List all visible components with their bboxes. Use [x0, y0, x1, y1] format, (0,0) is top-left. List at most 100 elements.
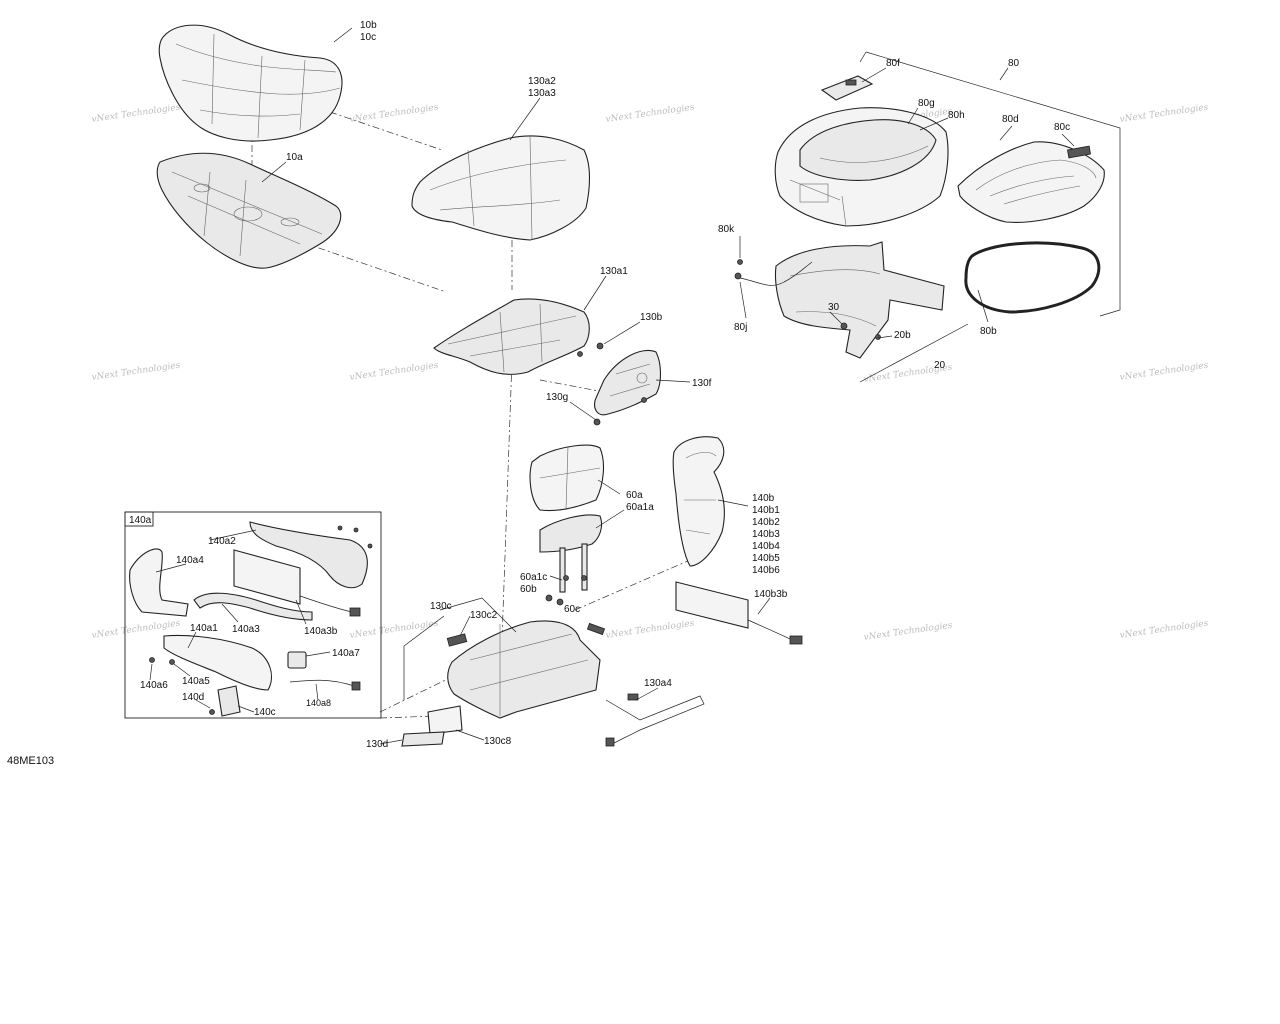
- inset-frame: [124, 511, 382, 719]
- heating-element-140b3b: [675, 581, 803, 645]
- label-140b2: 140b2: [752, 517, 780, 528]
- harness-140a8: [289, 679, 355, 687]
- label-140a8: 140a8: [306, 698, 331, 708]
- label-10b: 10b: [360, 20, 377, 31]
- label-140b1: 140b1: [752, 505, 780, 516]
- harness-130a4: [605, 693, 705, 747]
- watermark: vNext Technologies: [349, 361, 439, 383]
- label-80f: 80f: [886, 58, 900, 69]
- watermark: vNext Technologies: [1119, 361, 1209, 383]
- center-line: [501, 359, 513, 641]
- watermark: vNext Technologies: [91, 361, 181, 383]
- harness-140a3b: [299, 595, 353, 613]
- label-60b: 60b: [520, 584, 537, 595]
- label-140a3: 140a3: [232, 624, 260, 635]
- label-20: 20: [934, 360, 946, 371]
- inset-title: 140a: [129, 515, 152, 526]
- inset-title-box: [124, 511, 154, 527]
- label-130c: 130c: [430, 601, 452, 612]
- label-130g: 130g: [546, 392, 568, 403]
- watermark: vNext Technologies: [349, 103, 439, 125]
- label-130c2: 130c2: [470, 610, 498, 621]
- label-130c8: 130c8: [484, 736, 512, 747]
- label-140a1: 140a1: [190, 623, 218, 634]
- label-140a2: 140a2: [208, 536, 236, 547]
- label-140b4: 140b4: [752, 541, 780, 552]
- storage-lid-plate: [820, 75, 874, 101]
- label-80g: 80g: [918, 98, 935, 109]
- center-line: [329, 111, 443, 151]
- label-10c: 10c: [360, 32, 376, 43]
- storage-lid: [957, 141, 1105, 223]
- label-130a2: 130a2: [528, 76, 556, 87]
- center-line: [539, 379, 605, 393]
- leader-lines: [149, 27, 1121, 745]
- backrest-bracket: [539, 514, 603, 606]
- center-line: [379, 715, 437, 719]
- label-130a4: 130a4: [644, 678, 672, 689]
- watermark: vNext Technologies: [91, 103, 181, 125]
- storage-seal: [964, 241, 1101, 314]
- cover-140c: [217, 685, 241, 717]
- center-line: [574, 559, 691, 611]
- diagram-code: 48ME103: [7, 755, 54, 767]
- label-140a4: 140a4: [176, 555, 204, 566]
- center-line: [379, 667, 471, 713]
- label-140a6: 140a6: [140, 680, 168, 691]
- armrest-lower: [163, 634, 272, 691]
- switch-140a7: [287, 651, 307, 669]
- label-80d: 80d: [1002, 114, 1019, 125]
- backrest-cover: [411, 135, 591, 241]
- watermark: vNext Technologies: [863, 621, 953, 643]
- assembly-center-lines: [251, 111, 691, 719]
- label-140a7: 140a7: [332, 648, 360, 659]
- label-140a3b: 140a3b: [304, 626, 338, 637]
- watermark: vNext Technologies: [605, 103, 695, 125]
- label-140d: 140d: [182, 692, 204, 703]
- label-60a: 60a: [626, 490, 643, 501]
- label-80h: 80h: [948, 110, 965, 121]
- label-140c: 140c: [254, 707, 276, 718]
- side-panel: [593, 350, 662, 426]
- wiring-80j: [734, 259, 813, 286]
- backrest-pad: [529, 444, 605, 512]
- seat-frame: [433, 298, 590, 375]
- latch-130c8: [401, 705, 463, 747]
- inset-140a: 140a: [124, 511, 382, 719]
- storage-frame: [774, 241, 945, 359]
- watermark: vNext Technologies: [605, 619, 695, 641]
- label-60a1c: 60a1c: [520, 572, 547, 583]
- label-130a3: 130a3: [528, 88, 556, 99]
- armrest-cover: [129, 548, 189, 617]
- seat-cushion: [158, 24, 343, 142]
- label-80j: 80j: [734, 322, 747, 333]
- label-130f: 130f: [692, 378, 712, 389]
- label-80: 80: [1008, 58, 1020, 69]
- storage-box: [774, 107, 949, 227]
- label-60a1a: 60a1a: [626, 502, 654, 513]
- label-10a: 10a: [286, 152, 303, 163]
- watermark: vNext Technologies: [1119, 103, 1209, 125]
- label-140b: 140b: [752, 493, 775, 504]
- label-130b: 130b: [640, 312, 663, 323]
- label-60c: 60c: [564, 604, 580, 615]
- label-140b3: 140b3: [752, 529, 780, 540]
- label-20b: 20b: [894, 330, 911, 341]
- center-line: [289, 237, 447, 293]
- label-140a5: 140a5: [182, 676, 210, 687]
- heating-pad: [233, 549, 301, 605]
- label-140b3b: 140b3b: [754, 589, 788, 600]
- label-140b5: 140b5: [752, 553, 780, 564]
- part-labels: 10b 10c 10a 130a2 130a3 130a1 130b 130f …: [7, 20, 1070, 767]
- seat-base: [156, 152, 342, 269]
- side-bolster: [672, 436, 725, 567]
- label-80c: 80c: [1054, 122, 1070, 133]
- armrest-support: [249, 521, 368, 589]
- watermark: vNext Technologies: [1119, 619, 1209, 641]
- label-130a1: 130a1: [600, 266, 628, 277]
- label-80k: 80k: [718, 224, 735, 235]
- seat-rail-base: [446, 620, 606, 719]
- armrest-rail: [193, 592, 313, 621]
- label-140b6: 140b6: [752, 565, 780, 576]
